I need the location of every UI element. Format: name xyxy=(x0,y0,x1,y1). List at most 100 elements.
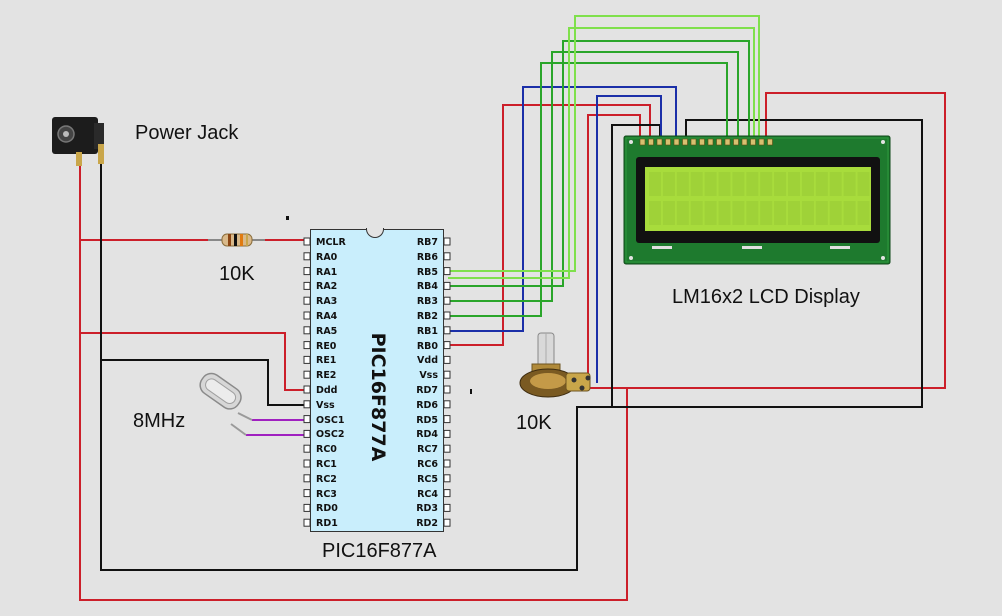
lcd-char-cell xyxy=(801,172,814,196)
pin-pad xyxy=(443,311,451,320)
pin-label: OSC2 xyxy=(316,429,345,441)
wire-gnd-lcd xyxy=(612,119,923,408)
lcd-char-cell xyxy=(690,172,703,196)
lcd-pin xyxy=(673,138,680,146)
wire-rb5-lcd xyxy=(448,15,760,272)
pin-label: RD4 xyxy=(416,429,438,441)
pin-pad xyxy=(443,489,451,498)
pin-label: Vdd xyxy=(417,355,438,367)
pin-label: RB6 xyxy=(416,251,438,263)
pin-pad xyxy=(443,518,451,527)
wire-rb1-lcd xyxy=(448,86,677,332)
lcd-pin xyxy=(724,138,731,146)
lcd-char-cell xyxy=(746,172,759,196)
pin-label: RC7 xyxy=(417,444,438,456)
pin-pad xyxy=(443,370,451,379)
pin-pad xyxy=(443,503,451,512)
pin-pad xyxy=(443,429,451,438)
pin-label: RD6 xyxy=(416,399,438,411)
lcd-pin xyxy=(767,138,773,146)
lcd-char-cell xyxy=(815,201,828,225)
lcd-char-cell xyxy=(857,201,870,225)
lcd-pin xyxy=(682,138,688,146)
pin-label: Vss xyxy=(316,399,335,411)
lcd-pin xyxy=(656,138,663,146)
potentiometer-icon xyxy=(519,332,591,398)
lcd-char-cell xyxy=(829,201,842,225)
lcd-char-cell xyxy=(843,201,856,225)
wire-rb4-lcd xyxy=(448,40,750,287)
lcd-char-cell xyxy=(662,201,675,225)
wire-rb0-lcd xyxy=(448,104,651,346)
pin-pad xyxy=(443,326,451,335)
wire-vcc-ddd xyxy=(80,332,306,391)
pin-label: RB1 xyxy=(416,325,438,337)
lcd-char-cell xyxy=(718,172,731,196)
crystal-label: 8MHz xyxy=(133,410,186,432)
lcd-char-cell xyxy=(732,172,745,196)
pin-pad xyxy=(443,267,451,276)
pin-label: RC4 xyxy=(417,488,438,500)
pin-label: MCLR xyxy=(316,237,346,248)
pin-label: RE2 xyxy=(316,370,337,382)
lcd-char-cell xyxy=(746,201,759,225)
pin-label: Vss xyxy=(419,370,438,382)
lcd-pin xyxy=(741,138,748,146)
pin-pad xyxy=(443,341,451,350)
lcd-char-cell xyxy=(760,201,773,225)
resistor-icon xyxy=(208,233,265,247)
pin-pad xyxy=(443,444,451,453)
pin-label: RD3 xyxy=(416,503,438,515)
mcu-label: PIC16F877A xyxy=(322,540,437,562)
pin-pad xyxy=(443,415,451,424)
pin-label: RC5 xyxy=(417,473,438,485)
lcd-char-cell xyxy=(815,172,828,196)
lcd-char-cell xyxy=(718,201,731,225)
lcd-pin xyxy=(758,138,765,146)
pin-label: RB2 xyxy=(416,311,438,322)
pin-label: RB4 xyxy=(416,281,438,293)
lcd-pin xyxy=(707,138,714,146)
pin-pad xyxy=(443,474,451,483)
lcd-pin xyxy=(639,138,646,146)
lcd-char-cell xyxy=(760,172,773,196)
pin-label: OSC1 xyxy=(316,414,345,426)
pin-label: RC0 xyxy=(316,444,337,456)
pin-label: RA0 xyxy=(316,251,338,263)
pin-label: RC2 xyxy=(316,473,337,485)
power-jack-label: Power Jack xyxy=(135,122,239,144)
pin-pad xyxy=(443,355,451,364)
lcd-pin xyxy=(699,138,705,146)
power-jack-icon xyxy=(52,117,104,166)
pin-label: RB3 xyxy=(416,296,438,308)
wire-rb6-lcd xyxy=(448,27,755,279)
wire-rb3-lcd xyxy=(448,51,739,302)
pin-label: RD1 xyxy=(316,518,338,530)
lcd-pin xyxy=(716,138,722,146)
pin-label: RC6 xyxy=(417,459,438,470)
pin-label: RD2 xyxy=(416,518,438,530)
lcd-pin xyxy=(690,138,697,146)
lcd-char-cell xyxy=(788,172,800,196)
wires xyxy=(79,15,946,601)
pin-label: RC1 xyxy=(316,459,337,470)
lcd-char-cell xyxy=(704,172,717,196)
lcd-char-cell xyxy=(801,201,814,225)
pin-pad xyxy=(443,252,451,261)
pin-label: RD5 xyxy=(416,414,438,426)
resistor-label: 10K xyxy=(219,263,255,285)
pin-label: RB5 xyxy=(416,266,438,278)
pin-label: RB0 xyxy=(416,340,438,352)
pin-label: RA1 xyxy=(316,266,338,278)
pin-label: RA3 xyxy=(316,296,338,308)
lcd-char-cell xyxy=(676,201,689,225)
pin-label: RE1 xyxy=(316,355,337,367)
pin-label: RB7 xyxy=(416,237,438,248)
chip-notch xyxy=(366,228,384,238)
lcd-module xyxy=(623,135,891,265)
lcd-char-cell xyxy=(774,172,787,196)
lcd-pin xyxy=(665,138,671,146)
lcd-char-cell xyxy=(829,172,842,196)
